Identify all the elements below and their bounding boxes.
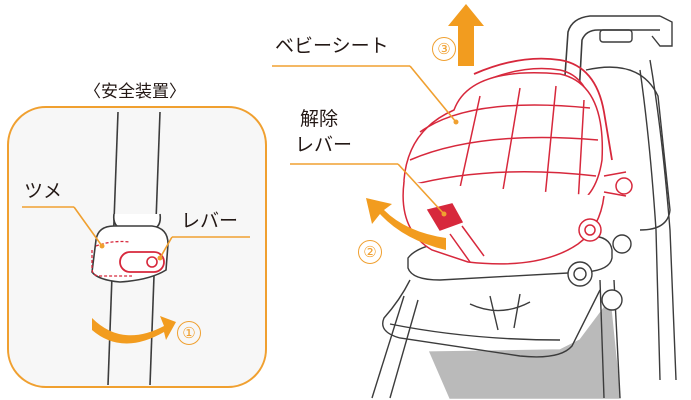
lever-label: レバー bbox=[181, 210, 239, 232]
step-1-badge: ① bbox=[177, 321, 201, 345]
safety-device-inset bbox=[7, 106, 267, 388]
arrow-up-icon bbox=[448, 4, 484, 66]
claw bbox=[91, 250, 132, 277]
baby-seat bbox=[402, 57, 633, 265]
release-lever-label-line2: レバー bbox=[295, 134, 353, 156]
baby-seat-label: ベビーシート bbox=[275, 35, 389, 57]
curved-arrow-left-icon bbox=[366, 198, 446, 250]
release-lever bbox=[426, 203, 464, 231]
inset-title: 〈安全装置〉 bbox=[84, 82, 186, 102]
step-2-badge: ② bbox=[358, 240, 382, 264]
claw-label: ツメ bbox=[24, 180, 63, 202]
curved-arrow-right-icon bbox=[92, 316, 176, 344]
release-lever-label-line1: 解除 bbox=[300, 108, 339, 130]
step-3-badge: ③ bbox=[432, 37, 456, 61]
